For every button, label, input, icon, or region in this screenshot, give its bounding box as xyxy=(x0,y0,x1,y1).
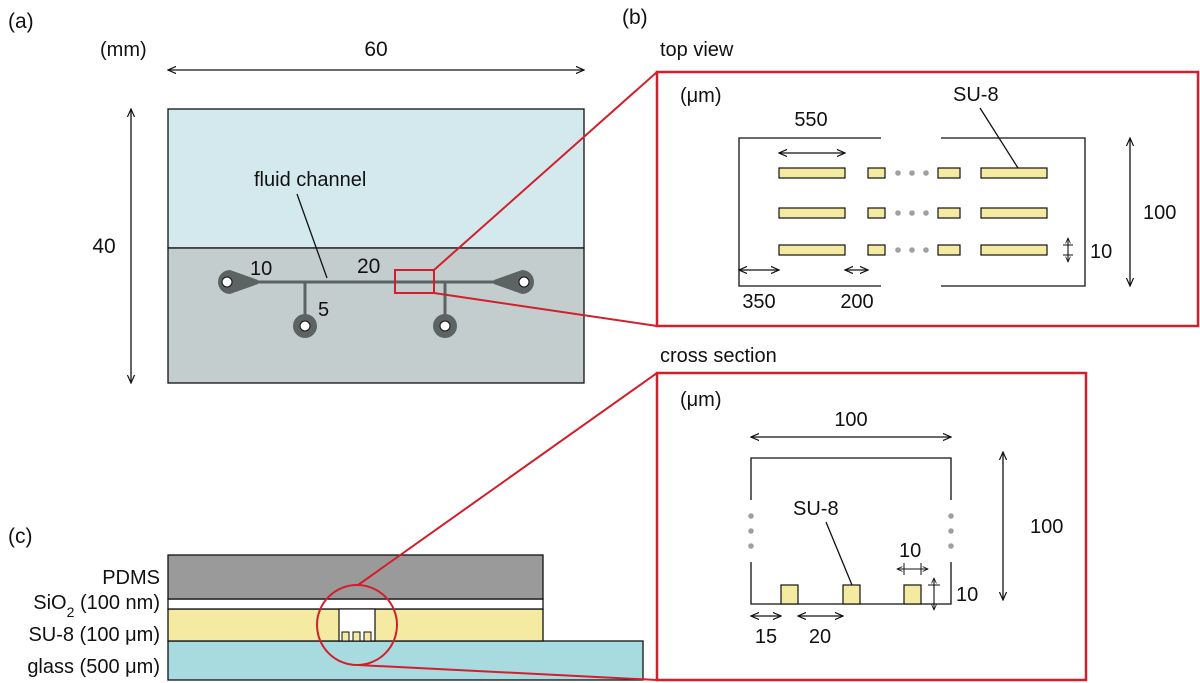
channel-label: fluid channel xyxy=(254,169,366,191)
layer-pdms xyxy=(167,554,544,600)
dim-10-label: 10 xyxy=(250,258,272,280)
dim-200-label: 200 xyxy=(840,291,873,313)
cross-section-title: cross section xyxy=(660,345,777,367)
channel-leader xyxy=(296,193,328,279)
inlet-right xyxy=(494,270,534,294)
dim-550-label: 550 xyxy=(794,109,827,131)
port-2 xyxy=(433,314,457,338)
zoom-box-a xyxy=(394,269,435,294)
panel-c: (c) PDMS SiO2 (100 nm) SU-8 (100 μm) gla… xyxy=(8,525,644,681)
su8-label-top: SU-8 xyxy=(953,84,999,106)
dim-20-label: 20 xyxy=(357,255,380,278)
panel-b: (b) top view (μm) SU- xyxy=(622,6,1200,328)
dim-100-label-top: 100 xyxy=(1143,202,1176,224)
callout-line-bottom xyxy=(433,292,658,327)
channel-outline-top xyxy=(738,137,1086,287)
top-view-unit: (μm) xyxy=(680,85,722,107)
label-glass: glass (500 μm) xyxy=(27,656,160,678)
cross-section-panel: cross section (μm) 100 SU-8 100 10 10 xyxy=(655,345,1088,682)
su8-leader-top xyxy=(979,107,1019,169)
cs-dim-15-label: 15 xyxy=(755,626,777,648)
cs-su8-label: SU-8 xyxy=(793,498,839,520)
cs-su8-leader xyxy=(825,521,853,586)
fluid-channel xyxy=(258,280,498,318)
cross-section-unit: (μm) xyxy=(680,389,722,411)
cavity-su8-bars xyxy=(341,631,372,642)
top-view-frame xyxy=(655,70,1200,328)
cross-section-frame xyxy=(655,371,1088,682)
dim-350-label: 350 xyxy=(742,291,775,313)
su8-bars-top xyxy=(778,167,1048,256)
panel-a-label: (a) xyxy=(8,10,34,33)
cs-dim-10h-label: 10 xyxy=(956,584,978,606)
top-view-title: top view xyxy=(660,39,734,61)
cs-dim-10w-label: 10 xyxy=(899,540,921,562)
label-pdms: PDMS xyxy=(102,567,160,589)
callout-line-c-top xyxy=(357,372,658,586)
dim-5-label: 5 xyxy=(318,299,329,321)
port-1 xyxy=(293,314,317,338)
pdms-bottom-region xyxy=(167,247,585,384)
cs-ellipsis-dots xyxy=(748,513,954,549)
ellipsis-dots-top xyxy=(895,170,929,253)
panel-a: (a) (mm) 60 40 fluid channel xyxy=(8,10,584,383)
cs-width-label: 100 xyxy=(834,409,867,431)
panel-b-label: (b) xyxy=(622,6,648,29)
callout-line-top xyxy=(433,71,658,271)
panel-a-unit: (mm) xyxy=(100,39,147,61)
cs-dim-20-label: 20 xyxy=(809,626,831,648)
zoom-circle-c xyxy=(316,584,398,666)
dim-10-label-top: 10 xyxy=(1090,241,1112,263)
width-label: 60 xyxy=(364,38,387,61)
layer-glass xyxy=(167,640,644,681)
label-su8: SU-8 (100 μm) xyxy=(28,624,160,646)
pdms-top-region xyxy=(167,108,585,249)
inlet-left xyxy=(218,270,258,294)
cs-su8-bars xyxy=(780,584,922,605)
layer-sio2 xyxy=(167,598,544,610)
callout-line-c-bottom xyxy=(357,664,658,681)
label-sio2: SiO2 (100 nm) xyxy=(33,592,160,620)
height-label: 40 xyxy=(92,235,115,258)
cs-height-label: 100 xyxy=(1030,516,1063,538)
panel-c-label: (c) xyxy=(8,525,33,548)
